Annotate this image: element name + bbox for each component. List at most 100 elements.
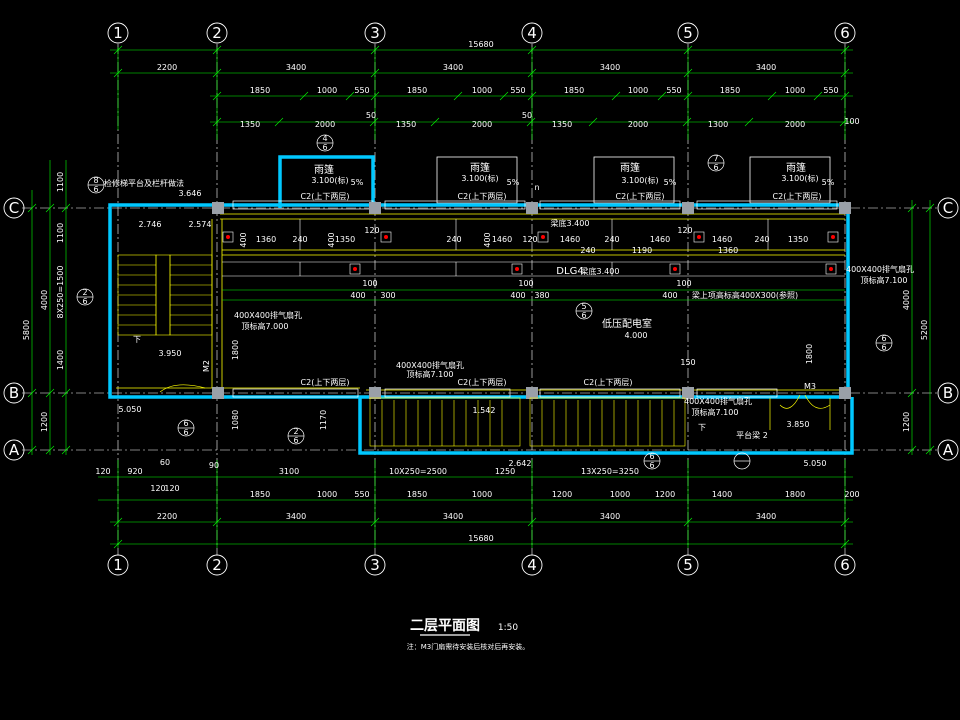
elev-3850: 3.850 bbox=[787, 420, 810, 429]
dim-row3-6: 50 bbox=[522, 111, 532, 120]
dim-b2-6: 1200 bbox=[552, 490, 572, 499]
dim-row2-8: 1000 bbox=[628, 86, 648, 95]
dim-b1-4: 90 bbox=[209, 461, 219, 470]
ref-5-num: 6 bbox=[183, 419, 188, 428]
canopy-label-1: 雨篷 bbox=[314, 163, 334, 176]
window-label-6: C2(上下两层) bbox=[458, 378, 507, 387]
dim-b2-5: 1000 bbox=[472, 490, 492, 499]
upper-dim-20: 1350 bbox=[788, 235, 808, 244]
ref-5-den: 6 bbox=[183, 428, 188, 437]
dim-1800-a: 1800 bbox=[231, 340, 240, 360]
columns bbox=[212, 202, 851, 399]
window-label-1: C2(上下两层) bbox=[301, 192, 350, 201]
canopy-elev-4: 3.100(标) bbox=[781, 173, 818, 183]
upper-dim-14: 240 bbox=[580, 246, 595, 255]
ref-8-num: 6 bbox=[881, 334, 886, 343]
dim-bay-bot-4: 3400 bbox=[600, 512, 620, 521]
mid-dim-1: 400 bbox=[350, 291, 365, 300]
ref-7-num: 5 bbox=[581, 302, 586, 311]
dimension-text: 15680 2200 3400 3400 3400 3400 1850 1000… bbox=[22, 40, 929, 543]
dim-bay-bot-2: 3400 bbox=[286, 512, 306, 521]
axis-top-4: 4 bbox=[527, 24, 537, 42]
stair-down-left: 下 bbox=[133, 335, 141, 344]
upper-dim-15: 1190 bbox=[632, 246, 652, 255]
window-label-5: C2(上下两层) bbox=[301, 378, 350, 387]
dim-bay-top-1: 2200 bbox=[157, 63, 177, 72]
upper-dim-6: 120 bbox=[364, 226, 379, 235]
dim-b1-8: 13X250=3250 bbox=[581, 467, 639, 476]
dim-b1-3: 60 bbox=[160, 458, 170, 467]
axis-bottom-5: 5 bbox=[683, 556, 693, 574]
canopy-label-4: 雨篷 bbox=[786, 161, 806, 174]
dimension-lines bbox=[27, 45, 935, 549]
dim-b2-3: 550 bbox=[354, 490, 369, 499]
dim-row3-2: 2000 bbox=[315, 120, 335, 129]
dim-bay-top-5: 3400 bbox=[756, 63, 776, 72]
door-m2 bbox=[159, 384, 206, 393]
dim-b2-9: 1400 bbox=[712, 490, 732, 499]
reference-symbols bbox=[76, 134, 893, 470]
mid-dim-3: 400 bbox=[510, 291, 525, 300]
ref-2-num: 7 bbox=[713, 154, 718, 163]
axis-left-b: B bbox=[9, 384, 19, 402]
stair-elev-d: 3.950 bbox=[159, 349, 182, 358]
ref-1-num: 4 bbox=[322, 134, 327, 143]
mid-dim-7: 100 bbox=[518, 279, 533, 288]
canopy-elev-2: 3.100(标) bbox=[461, 173, 498, 183]
upper-row-text: 400 1360 240 400 1350 120 240 400 1460 2… bbox=[239, 226, 808, 255]
vent-label-2b: 顶标高7.000 bbox=[242, 321, 289, 331]
drawing-scale: 1:50 bbox=[498, 623, 518, 633]
stair-left bbox=[117, 254, 213, 336]
n-mark: n bbox=[534, 183, 539, 192]
dim-b1b-2: 120 bbox=[164, 484, 179, 493]
dim-left-3: 8X250=1500 bbox=[56, 266, 65, 319]
window-label-3: C2(上下两层) bbox=[616, 192, 665, 201]
vent-openings bbox=[222, 231, 839, 275]
upper-dim-16: 1460 bbox=[712, 235, 732, 244]
dim-1800-b: 1800 bbox=[805, 344, 814, 364]
ref-6-den: 6 bbox=[293, 436, 298, 445]
dim-right-1: 4000 bbox=[902, 290, 911, 310]
dim-row2-12: 550 bbox=[823, 86, 838, 95]
dim-left-1: 1100 bbox=[56, 172, 65, 192]
dim-150: 150 bbox=[680, 358, 695, 367]
dim-b1b-1: 120 bbox=[150, 484, 165, 493]
ref-9-num: 6 bbox=[649, 452, 654, 461]
dim-1170: 1170 bbox=[319, 410, 328, 430]
dim-b2-8: 1200 bbox=[655, 490, 675, 499]
upper-dim-3: 240 bbox=[292, 235, 307, 244]
dim-row2-11: 1000 bbox=[785, 86, 805, 95]
dim-bay-top-2: 3400 bbox=[286, 63, 306, 72]
plan-labels: C2(上下两层) C2(上下两层) C2(上下两层) C2(上下两层) C2(上… bbox=[104, 178, 914, 468]
stair-down-bottom: 下 bbox=[698, 423, 706, 432]
axis-bottom-4: 4 bbox=[527, 556, 537, 574]
upper-dim-2: 1360 bbox=[256, 235, 276, 244]
dim-b1-1: 120 bbox=[95, 467, 110, 476]
mid-dim-5: 400 bbox=[662, 291, 677, 300]
upper-dim-8: 400 bbox=[483, 232, 492, 247]
dim-overall-top: 15680 bbox=[468, 40, 493, 49]
dim-row2-5: 1000 bbox=[472, 86, 492, 95]
slope-2: 5% bbox=[507, 178, 520, 187]
vent-label-1b: 顶标高7.100 bbox=[407, 369, 454, 379]
dim-b2-4: 1850 bbox=[407, 490, 427, 499]
dim-bay-top-3: 3400 bbox=[443, 63, 463, 72]
vent-label-3: 400X400排气扇孔 bbox=[684, 396, 752, 406]
axis-left-c: C bbox=[9, 199, 19, 217]
upper-dim-11: 1460 bbox=[560, 235, 580, 244]
axis-top-6: 6 bbox=[840, 24, 850, 42]
drawing-note: 注：M3门扇需待安装后核对后再安装。 bbox=[407, 642, 530, 651]
dim-row2-6: 550 bbox=[510, 86, 525, 95]
ref-3-den: 6 bbox=[93, 185, 98, 194]
stair-elev-e: 5.050 bbox=[119, 405, 142, 414]
dim-left-outer: 5800 bbox=[22, 320, 31, 340]
inner-wall-lines bbox=[116, 213, 845, 391]
slope-4: 5% bbox=[822, 178, 835, 187]
dim-row3-4: 1350 bbox=[396, 120, 416, 129]
door-m3-label: M3 bbox=[804, 382, 816, 391]
dim-row2-7: 1850 bbox=[564, 86, 584, 95]
reference-text: 4 6 7 6 8 6 2 6 6 6 2 6 5 6 6 6 6 6 bbox=[82, 134, 886, 470]
ref-2-den: 6 bbox=[713, 163, 718, 172]
axis-right-c: C bbox=[943, 199, 953, 217]
upper-dim-9: 1460 bbox=[492, 235, 512, 244]
